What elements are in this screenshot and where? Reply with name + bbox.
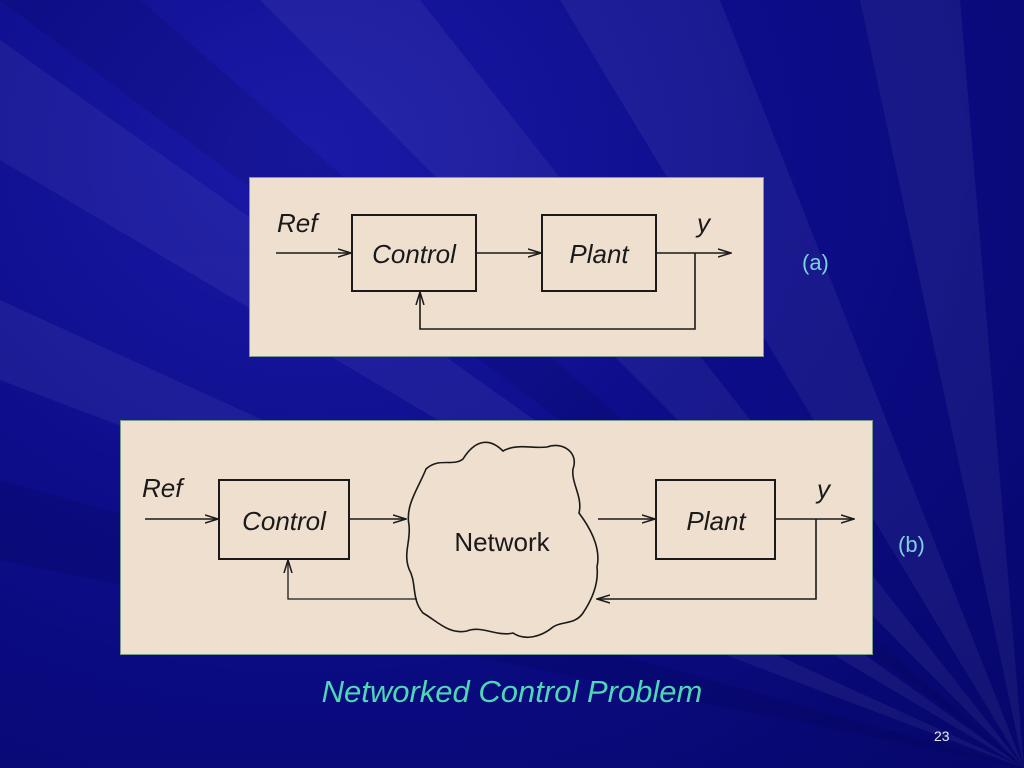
output-label: y (815, 474, 832, 504)
diagram-a-tag: (a) (802, 250, 829, 275)
control-label: Control (242, 506, 327, 536)
plant-label: Plant (569, 239, 630, 269)
network-cloud (405, 441, 599, 639)
diagram-b-canvas: Ref Control Network Plant y (142, 441, 872, 639)
diagram-a-canvas: Ref Control Plant y (276, 208, 763, 330)
page-number: 23 (934, 728, 950, 744)
diagram-b-tag: (b) (898, 532, 925, 557)
network-to-control-feedback-path (288, 560, 417, 600)
ref-label: Ref (277, 208, 320, 238)
plant-label: Plant (686, 506, 747, 536)
diagram-a-panel: Ref Control Plant y (249, 177, 764, 357)
feedback-path (420, 253, 696, 330)
ref-label: Ref (142, 473, 185, 503)
output-label: y (695, 208, 712, 238)
slide-title: Networked Control Problem (321, 674, 703, 709)
control-label: Control (372, 239, 457, 269)
diagram-b-panel: Ref Control Network Plant y (120, 420, 873, 655)
network-label: Network (454, 527, 550, 557)
feedback-to-network-path (597, 519, 817, 599)
